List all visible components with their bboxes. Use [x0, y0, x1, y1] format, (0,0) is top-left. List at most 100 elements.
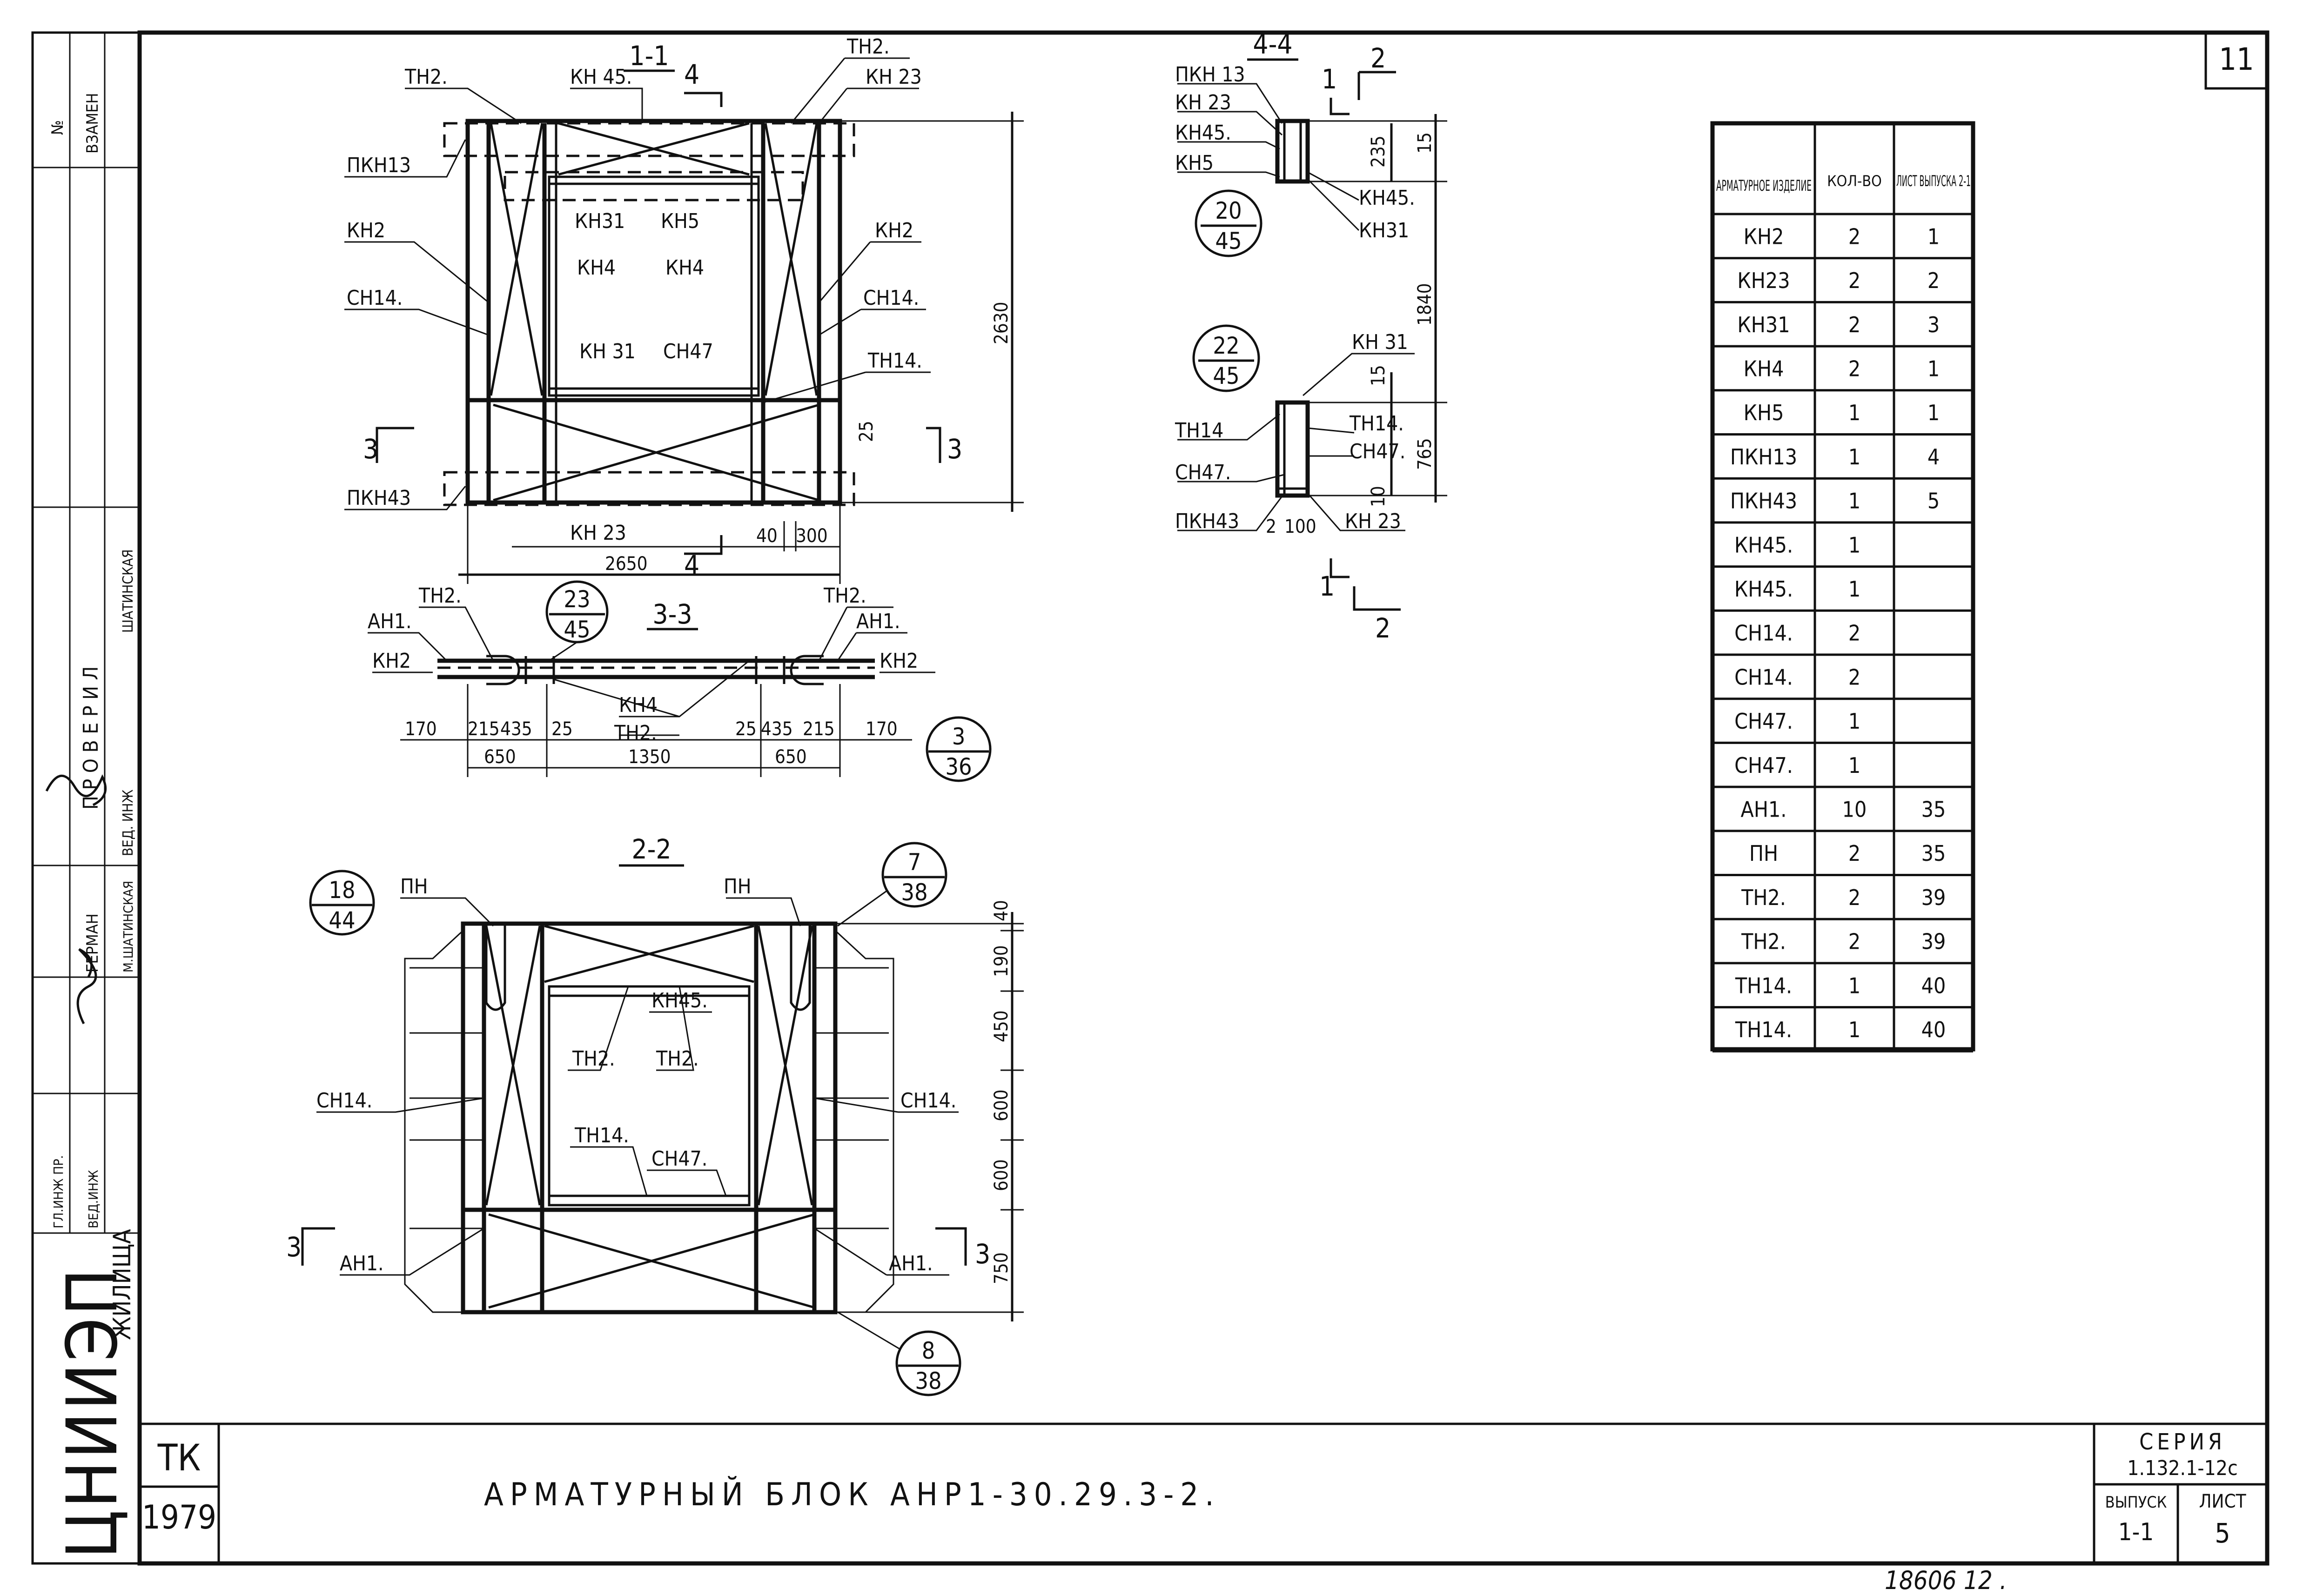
side-checked-label: П Р О В Е Р И Л	[79, 666, 103, 810]
table-cell-qty: 2	[1848, 312, 1860, 337]
table-cell-sheet: 40	[1921, 1017, 1946, 1042]
table-cell-qty: 1	[1848, 489, 1860, 514]
table-cell-qty: 10	[1842, 797, 1867, 822]
label-1-1-kn4-b: КН4	[665, 256, 704, 280]
dim-2-2-750: 750	[991, 1252, 1012, 1284]
table-cell-qty: 2	[1848, 664, 1860, 690]
label-2-2-ch47: СН47.	[651, 1147, 707, 1171]
label-4-4-kn45b: КН45.	[1359, 186, 1415, 210]
cut-4-4-two-bottom: 2	[1375, 612, 1390, 644]
table-cell-qty: 2	[1848, 841, 1860, 866]
label-2-2-pn-left: ПН	[400, 875, 428, 899]
dim-1-1-height: 2630	[991, 302, 1012, 344]
table-cell-item: КН2	[1744, 224, 1784, 249]
table-cell-qty: 1	[1848, 577, 1860, 602]
label-4-4-pkn13: ПКН 13	[1175, 63, 1245, 87]
label-3-3-kn2-left: КН2	[372, 649, 411, 673]
side-m-shatinskaya: М.ШАТИНСКАЯ	[121, 881, 136, 972]
label-1-1-kn45: КН 45.	[570, 65, 632, 89]
side-lead-eng-label-2: ВЕД.ИНЖ	[86, 1170, 101, 1228]
label-3-3-tn2-right: ТН2.	[823, 584, 866, 608]
signature-1	[45, 774, 107, 806]
table-header-sheet: ЛИСТ ВЫПУСКА 2-1	[1896, 172, 1971, 190]
stamp-code: ТК	[157, 1437, 201, 1479]
dim-4-4-15b: 15	[1368, 365, 1389, 386]
side-chief-eng-label: ГЛ.ИНЖ ПР.	[51, 1155, 66, 1228]
label-2-2-tn2-b: ТН2.	[656, 1047, 699, 1071]
label-2-2-tn14: ТН14.	[574, 1124, 629, 1147]
label-1-1-kn2-left: КН2	[347, 219, 385, 242]
cut-2-2-three-right: 3	[975, 1238, 990, 1270]
side-no-label: №	[48, 120, 67, 135]
label-1-1-kn23-top: КН 23	[866, 65, 922, 89]
dim-2-2-190: 190	[991, 945, 1012, 977]
sheet-frame	[31, 30, 2270, 1566]
table-cell-item: КН31	[1737, 312, 1790, 337]
table-cell-item: КН45.	[1734, 532, 1793, 557]
issue-value: 1-1	[2118, 1518, 2154, 1546]
bubble-4-4-2-top: 22	[1213, 332, 1239, 359]
cut-3-right: 3	[947, 433, 962, 465]
dim-3-3-1350: 1350	[628, 746, 671, 768]
section-4-4: 4-4 235 15 1840 15 765 10 2 100 2 1 1 2	[1175, 28, 1447, 644]
cut-4-4-two-top: 2	[1370, 42, 1386, 74]
dim-3-3-170b: 170	[866, 718, 898, 740]
bubble-2-2-2-bottom: 38	[901, 879, 927, 906]
table-cell-item: КН4	[1744, 356, 1784, 381]
dim-2-2-40: 40	[991, 900, 1012, 921]
dim-4-4-15: 15	[1414, 132, 1436, 154]
label-2-2-pn-right: ПН	[724, 875, 752, 899]
side-stamp: № ВЗАМЕН П Р О В Е Р И Л ШАТИНСКАЯ ВЕД. …	[45, 93, 136, 1559]
bubble-2-2-3-top: 8	[922, 1337, 935, 1364]
signature-2	[76, 948, 97, 1025]
bubble-3-3-1-top: 23	[564, 586, 590, 613]
bubble-2-2-1-top: 18	[329, 877, 355, 904]
table-cell-qty: 2	[1848, 268, 1860, 293]
dim-3-3-25a: 25	[551, 718, 573, 740]
table-cell-sheet: 2	[1927, 268, 1940, 293]
label-4-4-kn5: КН5	[1175, 151, 1214, 175]
bubble-2-2-1-bottom: 44	[329, 907, 355, 934]
table-cell-qty: 2	[1848, 356, 1860, 381]
dim-4-4-765: 765	[1414, 438, 1436, 470]
side-org-suffix: ЖИЛИЩА	[108, 1229, 136, 1340]
sheet-title: АРМАТУРНЫЙ БЛОК АНР1-30.29.3-2.	[484, 1476, 1221, 1513]
label-2-2-ch14-left: СН14.	[316, 1089, 372, 1113]
label-4-4-tn14b: ТН14.	[1349, 412, 1404, 436]
table-cell-sheet: 1	[1927, 400, 1940, 425]
table-cell-item: АН1.	[1741, 797, 1787, 822]
bubble-2-2-3-bottom: 38	[915, 1368, 941, 1395]
table-cell-qty: 1	[1848, 753, 1860, 778]
label-1-1-ch47: СН47	[663, 340, 713, 363]
table-cell-qty: 2	[1848, 885, 1860, 910]
footer-note: 18606 12 .	[1885, 1566, 2007, 1595]
label-3-3-ah1-left: АН1.	[368, 610, 412, 633]
label-4-4-tn14: ТН14	[1175, 419, 1223, 443]
table-cell-qty: 2	[1848, 224, 1860, 249]
dim-3-3-215a: 215	[468, 718, 500, 740]
series-label: СЕРИЯ	[2139, 1429, 2226, 1455]
issue-label: ВЫПУСК	[2105, 1493, 2167, 1512]
label-1-1-kn2-right: КН2	[875, 219, 913, 242]
table-cell-qty: 2	[1848, 621, 1860, 646]
table-cell-sheet: 40	[1921, 973, 1946, 998]
label-2-2-ah1-left: АН1.	[340, 1252, 384, 1275]
table-cell-item: СН47.	[1734, 753, 1793, 778]
dim-4-4-100: 100	[1284, 516, 1316, 537]
table-cell-qty: 1	[1848, 1017, 1860, 1042]
section-4-4-caption: 4-4	[1253, 28, 1292, 60]
table-cell-sheet: 39	[1921, 885, 1946, 910]
cut-4-4-one-bottom: 1	[1319, 570, 1335, 602]
side-german-label: ГЕРМАН	[83, 913, 102, 972]
dim-3-3-435a: 435	[500, 718, 532, 740]
label-4-4-kn23: КН 23	[1175, 91, 1231, 114]
bubble-3-3-2-bottom: 36	[945, 753, 972, 780]
table-cell-sheet: 3	[1927, 312, 1940, 337]
table-cell-item: СН47.	[1734, 709, 1793, 734]
label-4-4-kn23b: КН 23	[1345, 510, 1401, 533]
label-4-4-ch47: СН47.	[1350, 440, 1405, 463]
label-2-2-tn2-a: ТН2.	[572, 1047, 615, 1071]
label-1-1-kn31-a: КН31	[575, 209, 625, 233]
label-1-1-tn2-left: ТН2.	[404, 65, 448, 89]
dim-1-1-40: 40	[756, 525, 778, 547]
